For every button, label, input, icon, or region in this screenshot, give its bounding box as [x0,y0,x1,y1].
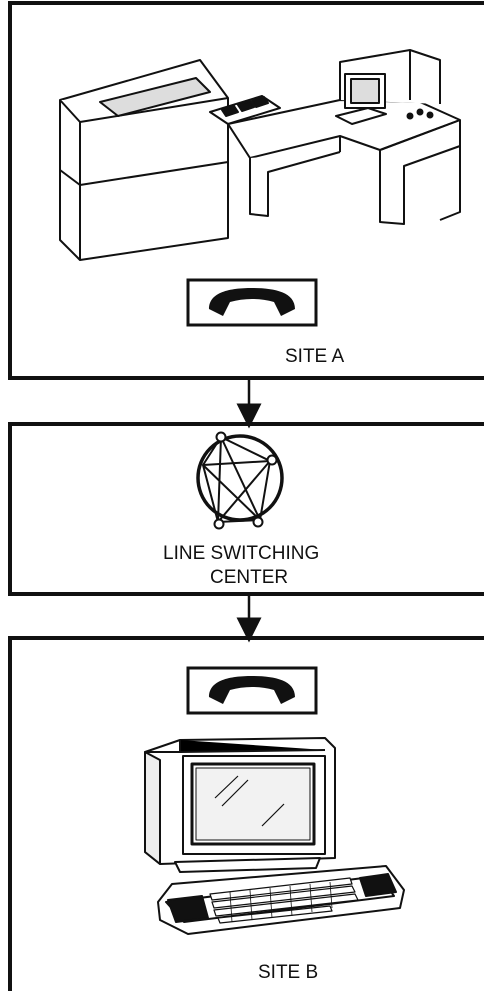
switching-center-label-line2: CENTER [210,567,288,588]
telephone-icon-site-b [186,666,318,715]
switching-center-frame [8,422,484,596]
switching-center-label-line1: LINE SWITCHING [163,543,319,564]
site-a-label: SITE A [285,346,344,367]
workstation-icon [59,49,461,261]
site-a-frame [8,1,484,380]
site-a-panel: SITE A [8,1,484,380]
site-b-panel: SITE B [8,636,484,991]
site-b-label: SITE B [258,962,318,983]
switching-center-panel: LINE SWITCHING CENTER [8,422,484,596]
network-star-icon [196,431,284,530]
telephone-icon-site-a [186,278,318,327]
computer-terminal-icon [144,737,405,935]
site-b-frame [8,636,484,991]
